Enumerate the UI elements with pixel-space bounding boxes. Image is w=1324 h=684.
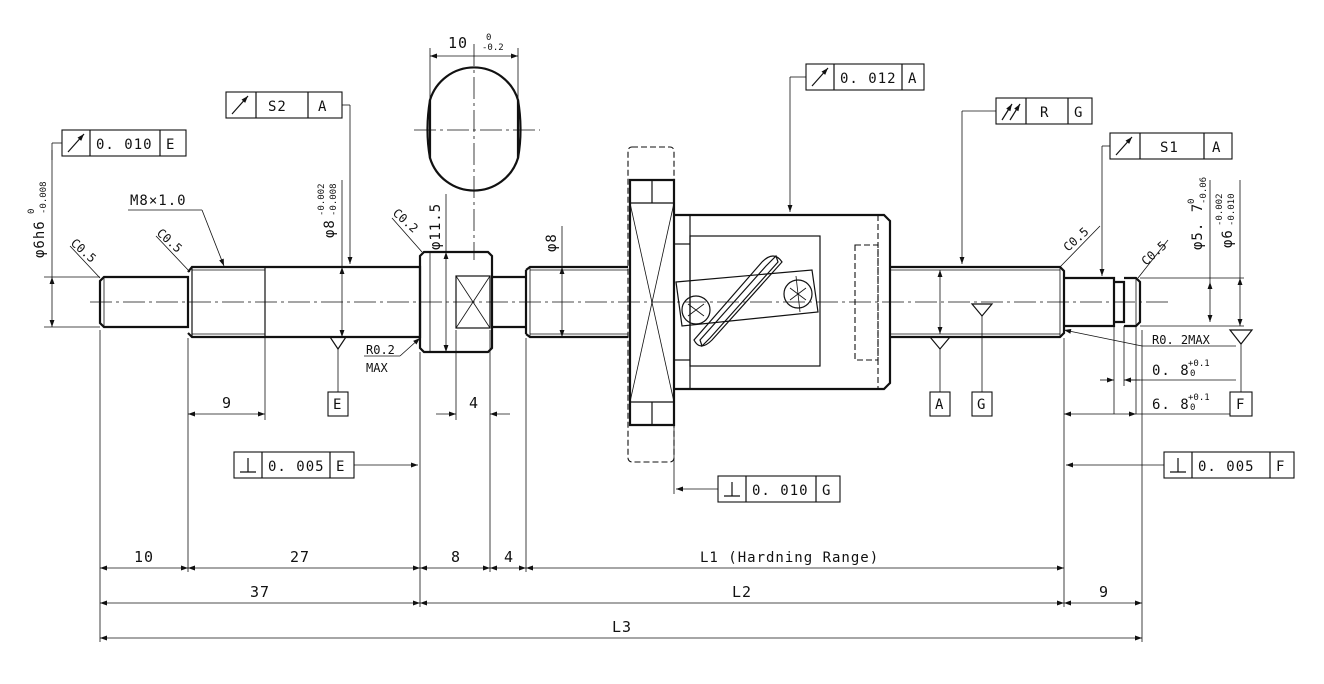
frame-perp-right: 0. 005 F [1066,451,1295,479]
frame-total-runout: R G [959,97,1093,264]
frame-runout-s2: S2 A [225,91,353,264]
svg-text:G: G [977,397,986,413]
groove-width-tol-upper: +0.1 [1188,359,1210,369]
datum-g: G [970,303,994,417]
flat-width-label: 10 [448,34,468,52]
svg-text:R: R [1040,105,1049,121]
ball-nut [627,146,892,463]
dia-6-tol-upper: -0.002 [1215,193,1225,226]
svg-text:F: F [1236,397,1245,413]
dim-9-left: 9 [222,394,232,412]
fillet-left-max: MAX [366,361,388,375]
dim-l3: L3 [612,618,632,636]
runout-icon [231,95,249,115]
dim-l1: L1 (Hardning Range) [700,550,879,566]
datum-e: E [327,336,349,417]
frame-runout-top: 0. 012 A [787,63,925,212]
runout-icon [811,67,829,87]
runout-icon [67,133,85,153]
dia-6-tol-lower: -0.010 [1227,193,1237,226]
svg-text:0. 010: 0. 010 [96,137,153,153]
svg-text:G: G [822,483,831,499]
svg-text:0. 012: 0. 012 [840,71,897,87]
fillet-left-label: R0.2 [366,343,395,357]
svg-text:G: G [1074,105,1083,121]
dia-8-tol-upper: -0.002 [317,183,327,216]
dia-8-label: φ8 [322,219,338,238]
fillet-right-label: R0. 2MAX [1152,333,1211,347]
frame-runout-s1: S1 A [1099,132,1233,276]
svg-text:A: A [908,71,917,87]
svg-text:A: A [935,397,944,413]
dia-h6-tol-lower: -0.008 [39,181,49,214]
dim-l2: L2 [732,583,752,601]
dia-11-5-label: φ11.5 [428,203,444,250]
svg-text:A: A [1212,140,1221,156]
datum-f: F [1228,329,1254,417]
dim-37: 37 [250,583,270,601]
chamfer-thread: C0.5 [154,226,185,256]
groove-position-tol-upper: +0.1 [1188,393,1210,403]
dim-10: 10 [134,548,154,566]
dim-4-flat: 4 [469,394,479,412]
flat-tol-upper: 0 [486,33,491,43]
svg-text:0. 005: 0. 005 [268,459,325,475]
svg-text:E: E [333,397,342,413]
dia-6-label: φ6 [1220,229,1236,248]
perpendicularity-icon [240,458,256,473]
flat-section-view [414,48,540,192]
svg-text:F: F [1276,459,1285,475]
svg-text:A: A [318,99,327,115]
flat-tol-lower: -0.2 [482,43,504,53]
chamfer-right-end: C0.5 [1139,238,1170,268]
dim-4: 4 [504,548,514,566]
dim-9-right: 9 [1099,583,1109,601]
dia-5-7-tol-upper: 0 [1187,199,1197,204]
frame-perp-flange: 0. 010 G [673,425,841,503]
thread-label: M8×1.0 [130,193,187,209]
frame-runout-e: 0. 010 E [51,129,187,160]
dia-h6-label: φ6h6 [32,220,48,258]
perpendicularity-icon [1170,458,1186,473]
datum-a: A [928,336,952,417]
svg-text:E: E [336,459,345,475]
runout-icon [1115,136,1133,156]
svg-text:S2: S2 [268,99,287,115]
shaft-outline [98,250,1142,354]
dia-h6-tol-upper: 0 [27,209,37,214]
groove-position-tol-lower: 0 [1190,403,1195,413]
frame-perp-left: 0. 005 E [233,451,418,479]
svg-text:E: E [166,137,175,153]
dia-8-screw-label: φ8 [544,233,560,252]
svg-text:0. 010: 0. 010 [752,483,809,499]
dia-8-tol-lower: -0.008 [329,183,339,216]
perpendicularity-icon [724,482,740,497]
dia-5-7-label: φ5. 7 [1190,203,1206,250]
groove-width-tol-lower: 0 [1190,369,1195,379]
groove-position-label: 6. 8 [1152,397,1190,413]
groove-width-label: 0. 8 [1152,363,1190,379]
dim-27: 27 [290,548,310,566]
dim-8: 8 [451,548,461,566]
total-runout-icon [1001,103,1021,121]
svg-text:S1: S1 [1160,140,1179,156]
chamfer-left-end: C0.5 [68,236,99,266]
svg-text:0. 005: 0. 005 [1198,459,1255,475]
dia-5-7-tol-lower: -0.06 [1199,177,1209,204]
